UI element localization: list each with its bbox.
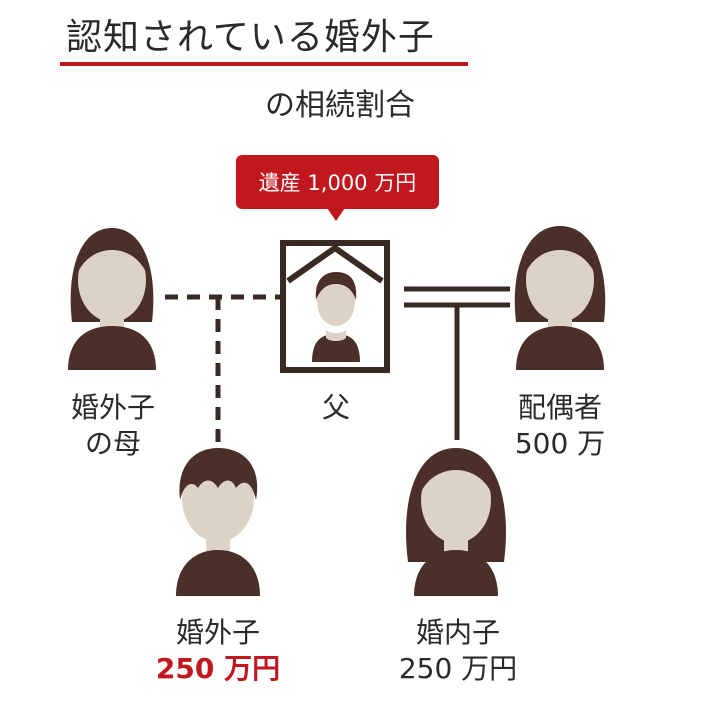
father-body <box>312 334 360 362</box>
father-portrait <box>280 240 390 373</box>
inside-child-body <box>414 550 498 596</box>
portrait-ribbon <box>286 244 384 284</box>
estate-callout: 遺産 1,000 万円 <box>236 155 439 209</box>
page-title: 認知されている婚外子 <box>66 17 435 58</box>
inside-child-face <box>421 457 491 543</box>
outside-child-hair <box>179 448 258 500</box>
inside-child-label: 婚内子 250 万円 <box>378 615 538 687</box>
outside-child-figure <box>176 448 260 596</box>
spouse-figure <box>514 226 606 370</box>
inside-child-figure <box>406 448 506 596</box>
spouse-body <box>516 326 604 370</box>
inside-child-name: 婚内子 <box>415 616 500 649</box>
outside-child-body <box>176 550 260 596</box>
father-label: 父 <box>321 391 350 424</box>
outside-child-share: 250 万円 <box>155 652 281 685</box>
mother-figure <box>68 228 156 370</box>
inside-child-share: 250 万円 <box>398 652 518 685</box>
page-subtitle: の相続割合 <box>265 88 415 123</box>
mother-label: 婚外子 の母 <box>70 391 155 460</box>
spouse-name: 配偶者 <box>517 391 602 424</box>
father-hair <box>315 272 357 300</box>
relationship-lines <box>165 286 510 442</box>
mother-body <box>68 326 156 370</box>
outside-child-name: 婚外子 <box>175 616 260 649</box>
outside-child-label: 婚外子 250 万円 <box>138 615 298 687</box>
father-face <box>317 278 355 326</box>
spouse-face <box>526 238 594 322</box>
mother-face <box>78 238 146 322</box>
estate-callout-tail <box>327 208 345 221</box>
spouse-share: 500 万 <box>514 427 606 460</box>
title-underline <box>60 62 468 66</box>
spouse-label: 配偶者 500 万 <box>500 390 620 462</box>
